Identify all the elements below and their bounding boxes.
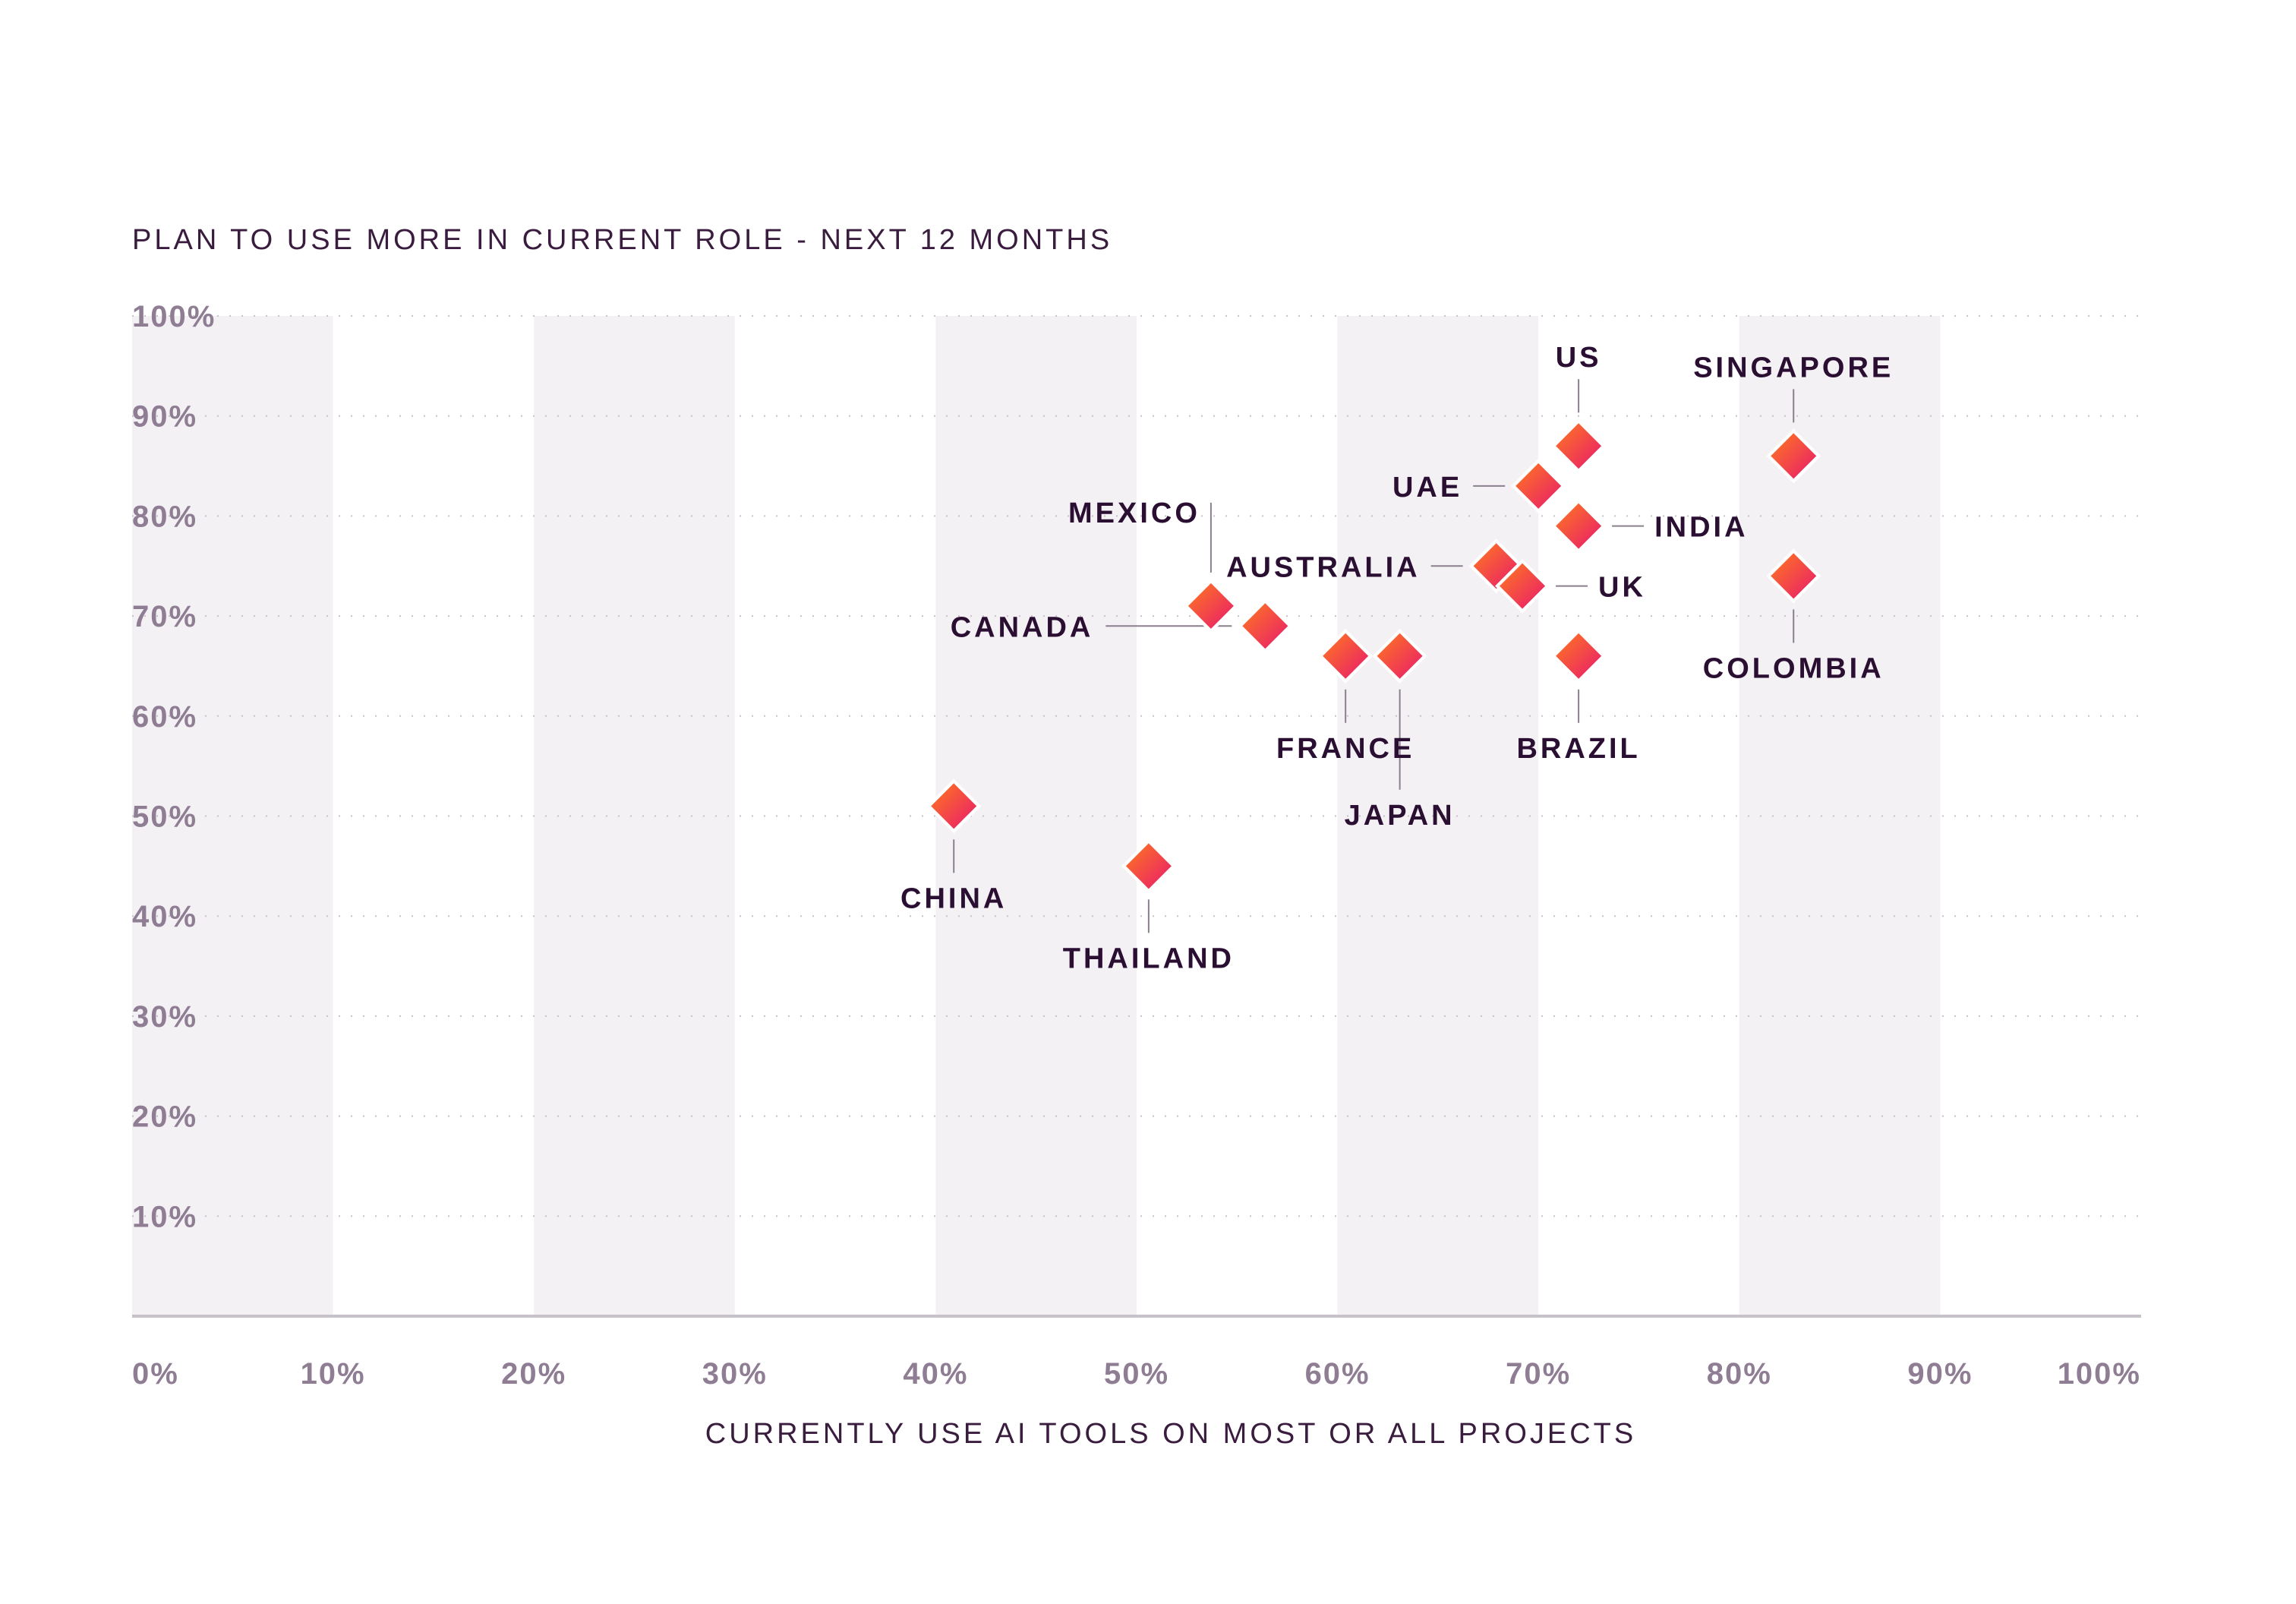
point-marker (1515, 463, 1562, 509)
y-tick-label: 60% (132, 700, 197, 734)
x-tick-label: 30% (702, 1357, 768, 1391)
point-label: AUSTRALIA (1226, 551, 1421, 583)
background-band (1739, 316, 1941, 1316)
point-label: THAILAND (1063, 943, 1235, 974)
point-label: JAPAN (1345, 800, 1456, 832)
x-axis-ticks: 0% 10% 20% 30% 40% 50% 60% 70% 80% 90% 100% (132, 1357, 2141, 1391)
y-tick-label: 20% (132, 1100, 197, 1134)
background-band (132, 316, 333, 1316)
x-tick-label: 40% (903, 1357, 968, 1391)
y-tick-label: 40% (132, 900, 197, 933)
point-label: UAE (1392, 472, 1462, 504)
point-label: UK (1598, 572, 1646, 604)
x-tick-label: 10% (301, 1357, 366, 1391)
point-marker (1242, 603, 1288, 649)
x-tick-label: 70% (1506, 1357, 1571, 1391)
x-tick-label: 50% (1104, 1357, 1169, 1391)
background-band (534, 316, 735, 1316)
y-tick-label: 80% (132, 500, 197, 533)
point-marker (1556, 503, 1602, 549)
point-labels: US SINGAPORE UAE INDIA AUSTRALIA UK COLOMBIA ME… (900, 342, 1894, 974)
x-tick-label: 80% (1707, 1357, 1772, 1391)
point-marker (1323, 633, 1369, 679)
x-tick-label: 0% (132, 1357, 179, 1391)
point-label: US (1556, 342, 1602, 374)
point-marker (1771, 433, 1817, 479)
point-marker (1500, 563, 1546, 609)
point-marker (1377, 633, 1423, 679)
point-marker (1771, 553, 1817, 599)
point-marker (1187, 583, 1234, 629)
y-tick-label: 100% (132, 300, 216, 333)
point-label: INDIA (1654, 512, 1748, 544)
point-marker (1556, 633, 1602, 679)
point-marker (1556, 423, 1602, 469)
point-label: BRAZIL (1516, 733, 1640, 765)
background-bands (132, 316, 1941, 1316)
point-label: CHINA (900, 883, 1007, 914)
x-tick-label: 90% (1907, 1357, 1973, 1391)
y-axis-title: PLAN TO USE MORE IN CURRENT ROLE - NEXT … (132, 224, 1112, 256)
point-label: SINGAPORE (1693, 352, 1894, 384)
y-tick-label: 70% (132, 600, 197, 633)
point-label: FRANCE (1276, 733, 1414, 765)
y-tick-label: 10% (132, 1200, 197, 1233)
point-marker (1125, 843, 1172, 889)
y-tick-label: 30% (132, 1000, 197, 1034)
point-label: CANADA (951, 611, 1094, 643)
x-tick-label: 20% (501, 1357, 566, 1391)
data-points (926, 418, 1821, 894)
point-label: MEXICO (1068, 497, 1200, 529)
x-tick-label: 100% (2058, 1357, 2141, 1391)
point-marker (931, 783, 977, 829)
x-axis-title: CURRENTLY USE AI TOOLS ON MOST OR ALL PR… (705, 1418, 1636, 1450)
y-tick-label: 90% (132, 400, 197, 434)
y-axis-ticks: 10% 20% 30% 40% 50% 60% 70% 80% 90% 100% (132, 300, 216, 1233)
point-label: COLOMBIA (1703, 652, 1884, 684)
x-tick-label: 60% (1305, 1357, 1370, 1391)
y-tick-label: 50% (132, 800, 197, 834)
